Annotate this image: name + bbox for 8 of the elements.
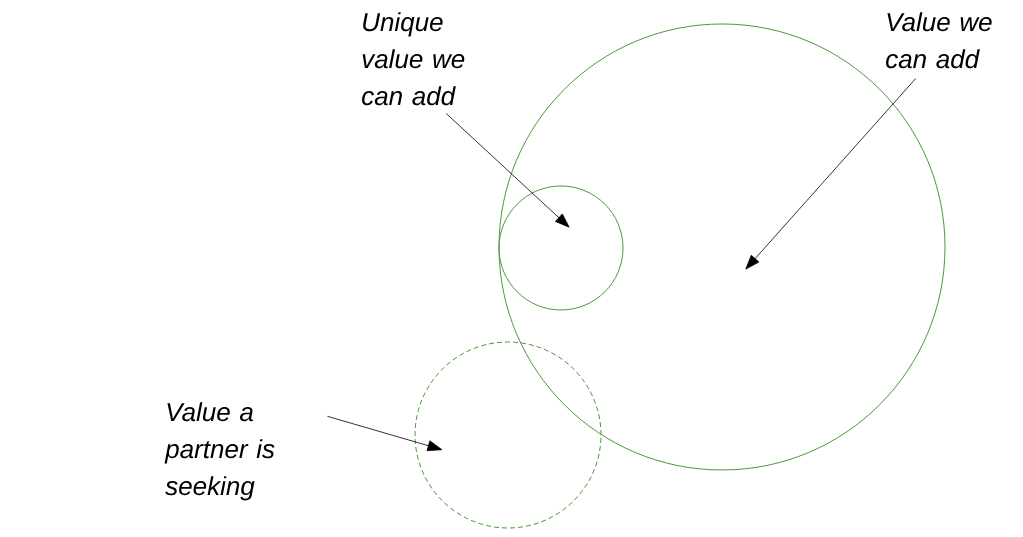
circle-outline: [498, 185, 624, 311]
leader-arrow: [445, 113, 570, 228]
leader-arrow: [745, 78, 917, 270]
dashed-circle: [414, 341, 602, 529]
callout-text: Value a partner is seeking: [164, 402, 275, 501]
leader-arrow: [327, 415, 443, 452]
callout-text: Unique value we can add: [362, 12, 465, 106]
callout-text: Value we can add: [886, 12, 992, 69]
